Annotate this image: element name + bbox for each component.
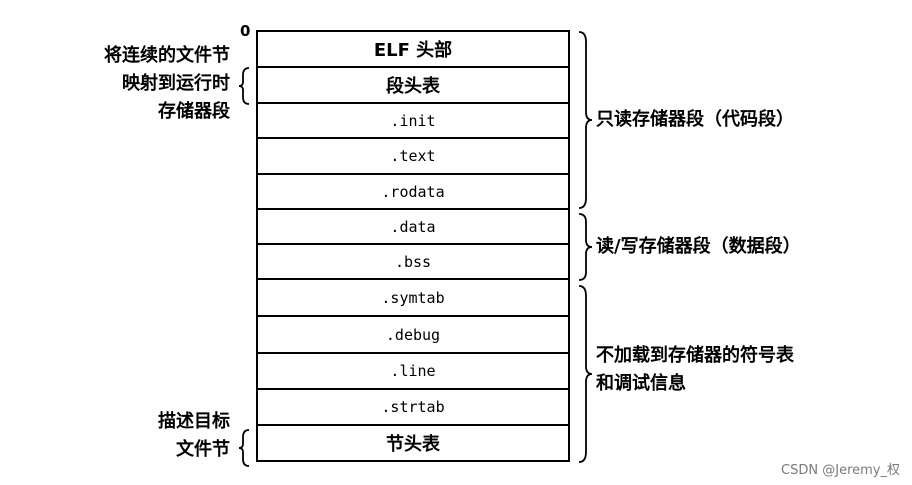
section-data: .data [256,209,570,244]
left-brace-section-table [238,429,250,467]
section-label: 节头表 [386,434,440,455]
section-label: .rodata [381,182,445,201]
section-label: .bss [394,252,432,271]
section-debug: .debug [256,316,570,353]
section-label: .text [390,147,436,165]
section-label: ELF 头部 [373,40,453,61]
right-brace-readonly [578,31,593,209]
right-brace-readwrite [578,213,593,281]
origin-offset-label: 0 [240,22,251,40]
right-brace-not-loaded [578,285,593,463]
section-strtab: .strtab [256,389,570,425]
section-init: .init [256,103,570,138]
section-line: .line [256,353,570,389]
section-label: 段头表 [386,76,440,97]
annotation-line: 不加载到存储器的符号表 [596,345,794,366]
watermark: CSDN @Jeremy_权 [781,463,900,478]
annotation-line: 映射到运行时 [122,73,230,94]
section-label: .strtab [381,398,445,416]
section-segment-header-table: 段头表 [256,67,570,103]
annotation-not-loaded: 不加载到存储器的符号表 和调试信息 [596,342,794,398]
section-label: .debug [385,325,441,344]
annotation-line: 和调试信息 [596,373,686,394]
annotation-line: 存储器段 [158,101,230,122]
elf-section-stack: ELF 头部 段头表 .init .text .rodata .data .bs… [256,30,570,462]
annotation-readonly-segment: 只读存储器段（代码段） [596,109,794,130]
annotation-readwrite-segment: 读/写存储器段（数据段） [596,236,801,257]
section-rodata: .rodata [256,174,570,209]
section-text: .text [256,138,570,174]
section-symtab: .symtab [256,279,570,316]
section-bss: .bss [256,244,570,279]
section-elf-header: ELF 头部 [256,30,570,67]
section-label: .symtab [381,288,445,307]
section-label: .init [390,111,436,130]
annotation-describe: 描述目标 文件节 [90,408,230,464]
section-section-header-table: 节头表 [256,425,570,462]
annotation-line: 将连续的文件节 [104,45,230,66]
annotation-line: 描述目标 [158,411,230,432]
annotation-line: 文件节 [176,439,230,460]
section-label: .data [390,217,436,236]
annotation-mapping: 将连续的文件节 映射到运行时 存储器段 [50,42,230,126]
left-brace-segment-table [238,67,250,105]
section-label: .line [390,362,436,380]
